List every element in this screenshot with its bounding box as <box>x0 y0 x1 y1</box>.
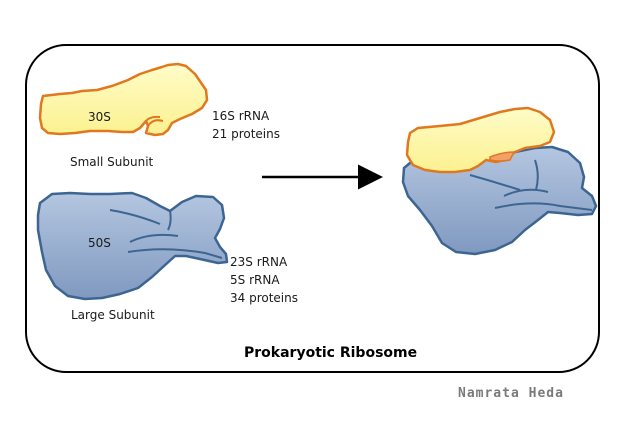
small-subunit-caption: Small Subunit <box>70 155 154 169</box>
small-subunit-shape <box>38 62 209 137</box>
diagram-frame <box>25 44 600 373</box>
small-subunit-cleft <box>145 115 164 127</box>
large-subunit-ridges <box>109 209 223 259</box>
large-subunit-shape <box>36 191 229 301</box>
assembled-large-ridges <box>469 159 593 211</box>
large-subunit-proteins: 34 proteins <box>230 291 298 305</box>
small-subunit-rrna: 16S rRNA <box>212 109 270 123</box>
large-subunit-caption: Large Subunit <box>71 308 155 322</box>
large-subunit-name: 50S <box>88 236 111 250</box>
diagram-title: Prokaryotic Ribosome <box>244 345 418 361</box>
assembled-small-notch <box>489 151 516 162</box>
assembled-small-subunit <box>405 106 556 174</box>
large-subunit-5s-rrna: 5S rRNA <box>230 273 280 287</box>
small-subunit-name: 30S <box>88 110 111 124</box>
large-subunit-23s-rrna: 23S rRNA <box>230 255 288 269</box>
author-credit: Namrata Heda <box>458 386 564 401</box>
small-subunit-proteins: 21 proteins <box>212 127 280 141</box>
